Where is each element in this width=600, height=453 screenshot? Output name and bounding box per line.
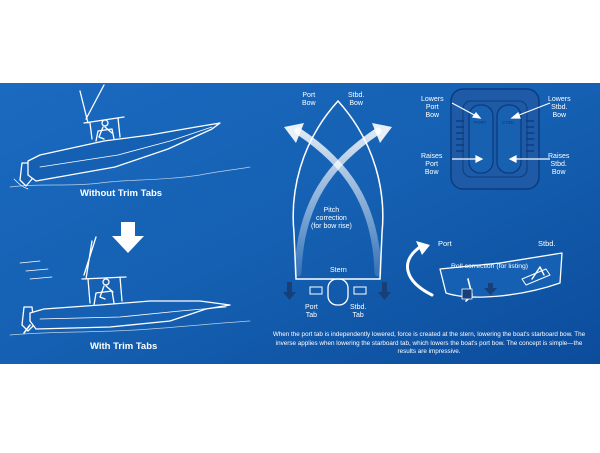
explanation-caption: When the port tab is independently lower… (272, 331, 586, 355)
port-tab-label: Port Tab (305, 304, 318, 319)
roll-port-label: Port (438, 239, 452, 248)
port-bow-label: Port Bow (302, 92, 316, 107)
raises-port-bow-label: Raises Port Bow (421, 153, 443, 176)
stbd-bow-label: Stbd. Bow (348, 92, 365, 107)
roll-correction-label: Roll correction (for listing) (451, 263, 529, 270)
stbd-tab-label: Stbd. Tab (350, 304, 367, 319)
port-key-label: PORT (474, 120, 487, 125)
roll-stbd-label: Stbd. (538, 239, 556, 248)
lowers-port-bow-label: Lowers Port Bow (421, 96, 444, 119)
diagram-canvas (0, 83, 600, 364)
raises-stbd-bow-label: Raises Stbd. Bow (548, 153, 570, 176)
hull-top-view (283, 99, 392, 306)
roll-correction-view (406, 241, 563, 302)
boat-without-tabs (9, 84, 251, 190)
stbd-key-label: STBD (502, 120, 515, 125)
trim-tab-infographic: Without Trim Tabs With Trim Tabs Port Bo… (0, 83, 600, 364)
stern-label: Stern (330, 267, 347, 274)
pitch-correction-label: Pitch correction (for bow rise) (311, 207, 352, 230)
boat-with-tabs (9, 236, 251, 336)
down-arrow-icon (112, 222, 144, 253)
trim-control-panel (450, 88, 551, 190)
without-trim-tabs-label: Without Trim Tabs (80, 188, 163, 199)
lowers-stbd-bow-label: Lowers Stbd. Bow (548, 96, 571, 119)
with-trim-tabs-label: With Trim Tabs (90, 341, 158, 352)
